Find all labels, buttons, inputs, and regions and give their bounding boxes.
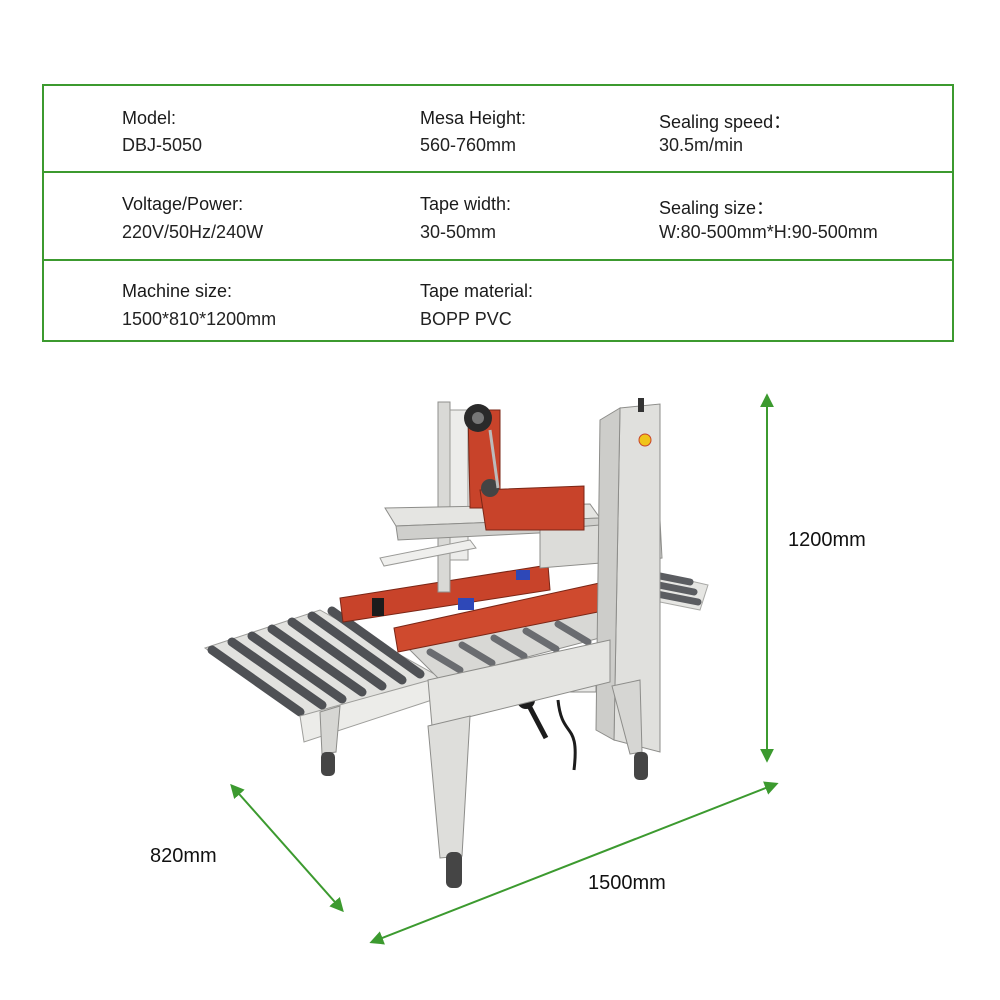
depth-dimension-label: 820mm [150,845,217,867]
top-tape-head [379,404,663,569]
sealing-speed-label: Sealing speed： [659,112,792,132]
model-label: Model: [122,108,177,128]
tape-width-value: 30-50mm [420,222,497,242]
mesa-height-label: Mesa Height: [420,108,527,128]
depth-dimension-arrow [230,783,344,913]
carton-sealer-illustration [203,393,779,945]
machine-size-label: Machine size: [122,281,233,301]
spec-row: Model: DBJ-5050 Mesa Height: 560-760mm S… [44,86,952,171]
voltage-label: Voltage/Power: [122,194,244,214]
voltage-value: 220V/50Hz/240W [122,222,264,242]
model-value: DBJ-5050 [122,135,203,155]
height-dimension-label: 1200mm [788,529,866,551]
mesa-height-value: 560-760mm [420,135,517,155]
length-dimension-label: 1500mm [588,872,666,894]
machine-size-value: 1500*810*1200mm [122,309,277,329]
caster-wheels [321,752,648,888]
spec-row: Machine size: 1500*810*1200mm Tape mater… [44,259,952,342]
tape-width-label: Tape width: [420,194,512,214]
right-column [595,398,661,753]
side-drive-belts [339,564,609,653]
tape-material-label: Tape material: [420,281,534,301]
spec-row: Voltage/Power: 220V/50Hz/240W Tape width… [44,171,952,261]
machine-frame [319,639,643,859]
sealing-size-label: Sealing size： [659,198,775,218]
left-column [437,401,469,593]
tape-material-value: BOPP PVC [420,309,512,329]
sealing-speed-value: 30.5m/min [659,135,744,155]
spec-table: Model: DBJ-5050 Mesa Height: 560-760mm S… [42,84,954,342]
length-dimension-arrow [369,781,779,945]
sealing-size-value: W:80-500mm*H:90-500mm [659,222,878,242]
